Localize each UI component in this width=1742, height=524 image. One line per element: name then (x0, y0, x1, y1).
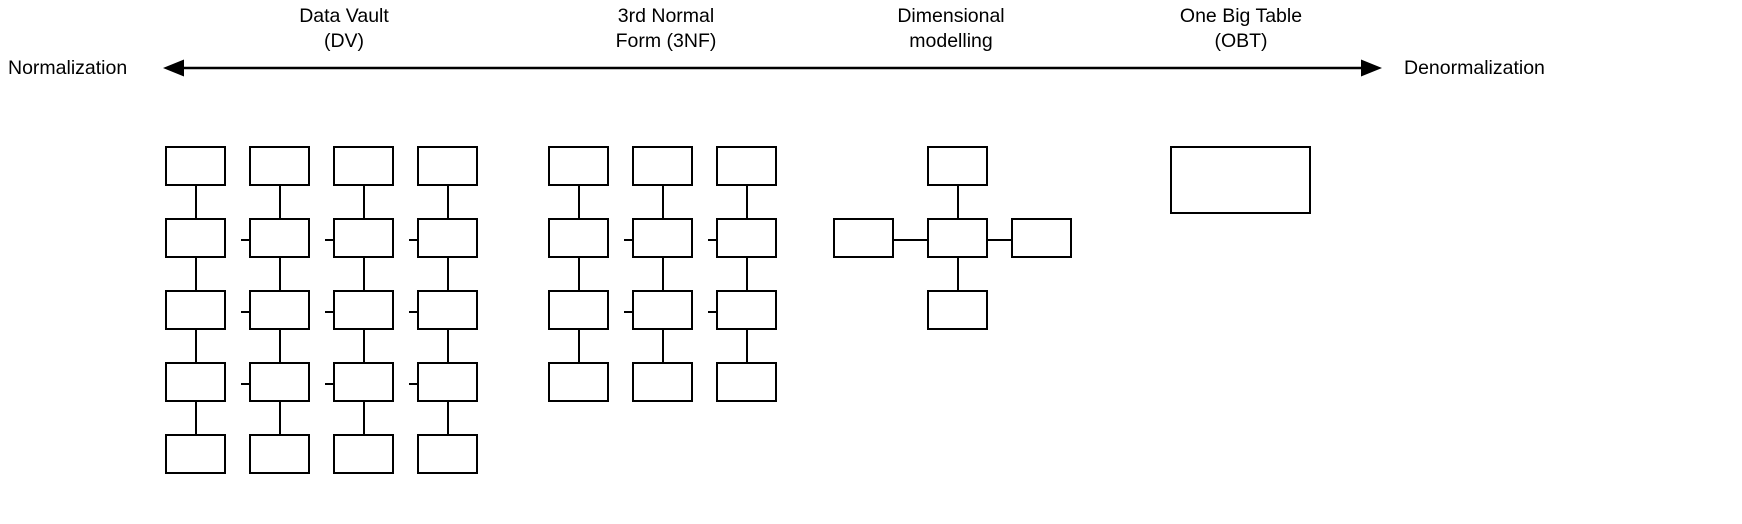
nf-table-box[interactable] (548, 146, 609, 186)
nf-table-box[interactable] (632, 146, 693, 186)
nf-link-v (662, 328, 665, 364)
column-label-dimensional-modelling: Dimensional modelling (897, 5, 1005, 52)
nf-link-v (746, 256, 749, 292)
nf-table-box[interactable] (716, 290, 777, 330)
dv-table-box[interactable] (249, 218, 310, 258)
dv-table-box[interactable] (165, 290, 226, 330)
dv-link-v (195, 256, 198, 292)
dv-table-box[interactable] (333, 434, 394, 474)
dv-link-v (279, 184, 282, 220)
dim-fact-box-center[interactable] (927, 218, 988, 258)
dim-link-h-right (988, 239, 1011, 242)
nf-table-box[interactable] (548, 362, 609, 402)
column-label-one-big-table: One Big Table (OBT) (1179, 5, 1303, 52)
dv-table-box[interactable] (333, 362, 394, 402)
nf-link-v (578, 184, 581, 220)
dv-link-v (195, 400, 198, 436)
double-headed-arrow-icon (163, 59, 1382, 77)
dv-link-v (195, 184, 198, 220)
dv-table-box[interactable] (249, 146, 310, 186)
nf-link-v (662, 184, 665, 220)
dv-table-box[interactable] (417, 146, 478, 186)
dv-table-box[interactable] (165, 218, 226, 258)
dv-link-v (363, 328, 366, 364)
dv-table-box[interactable] (165, 362, 226, 402)
axis-caption-denormalization: Denormalization (1404, 57, 1545, 79)
dim-dimension-box-top[interactable] (927, 146, 988, 186)
dv-table-box[interactable] (417, 434, 478, 474)
dv-link-v (447, 184, 450, 220)
dv-link-v (279, 400, 282, 436)
dv-link-v (279, 328, 282, 364)
dv-table-box[interactable] (333, 290, 394, 330)
column-label-3nf: 3rd Normal Form (3NF) (615, 5, 717, 52)
nf-table-box[interactable] (716, 362, 777, 402)
dv-table-box[interactable] (417, 290, 478, 330)
dv-link-v (363, 184, 366, 220)
dim-link-v-top (957, 184, 960, 220)
nf-link-v (662, 256, 665, 292)
nf-table-box[interactable] (548, 218, 609, 258)
dv-table-box[interactable] (249, 434, 310, 474)
column-label-data-vault: Data Vault (DV) (299, 5, 389, 52)
dv-link-v (447, 400, 450, 436)
dv-table-box[interactable] (249, 362, 310, 402)
dv-link-v (195, 328, 198, 364)
nf-link-v (578, 328, 581, 364)
nf-table-box[interactable] (716, 218, 777, 258)
normalization-axis-arrow (163, 54, 1382, 82)
nf-table-box[interactable] (548, 290, 609, 330)
dv-table-box[interactable] (165, 434, 226, 474)
nf-link-v (746, 184, 749, 220)
nf-table-box[interactable] (632, 362, 693, 402)
dv-link-v (447, 328, 450, 364)
dim-dimension-box-right[interactable] (1011, 218, 1072, 258)
nf-table-box[interactable] (716, 146, 777, 186)
dv-table-box[interactable] (417, 218, 478, 258)
dv-link-v (363, 256, 366, 292)
dim-dimension-box-left[interactable] (833, 218, 894, 258)
nf-link-v (746, 328, 749, 364)
dim-link-v-bottom (957, 256, 960, 292)
obt-table-box[interactable] (1170, 146, 1311, 214)
dv-link-v (279, 256, 282, 292)
dv-table-box[interactable] (417, 362, 478, 402)
dv-link-v (363, 400, 366, 436)
nf-link-v (578, 256, 581, 292)
axis-caption-normalization: Normalization (8, 57, 128, 79)
dv-table-box[interactable] (165, 146, 226, 186)
nf-table-box[interactable] (632, 290, 693, 330)
dv-table-box[interactable] (333, 218, 394, 258)
dv-link-v (447, 256, 450, 292)
dim-dimension-box-bottom[interactable] (927, 290, 988, 330)
dim-link-h-left (892, 239, 927, 242)
dv-table-box[interactable] (333, 146, 394, 186)
dv-table-box[interactable] (249, 290, 310, 330)
nf-table-box[interactable] (632, 218, 693, 258)
